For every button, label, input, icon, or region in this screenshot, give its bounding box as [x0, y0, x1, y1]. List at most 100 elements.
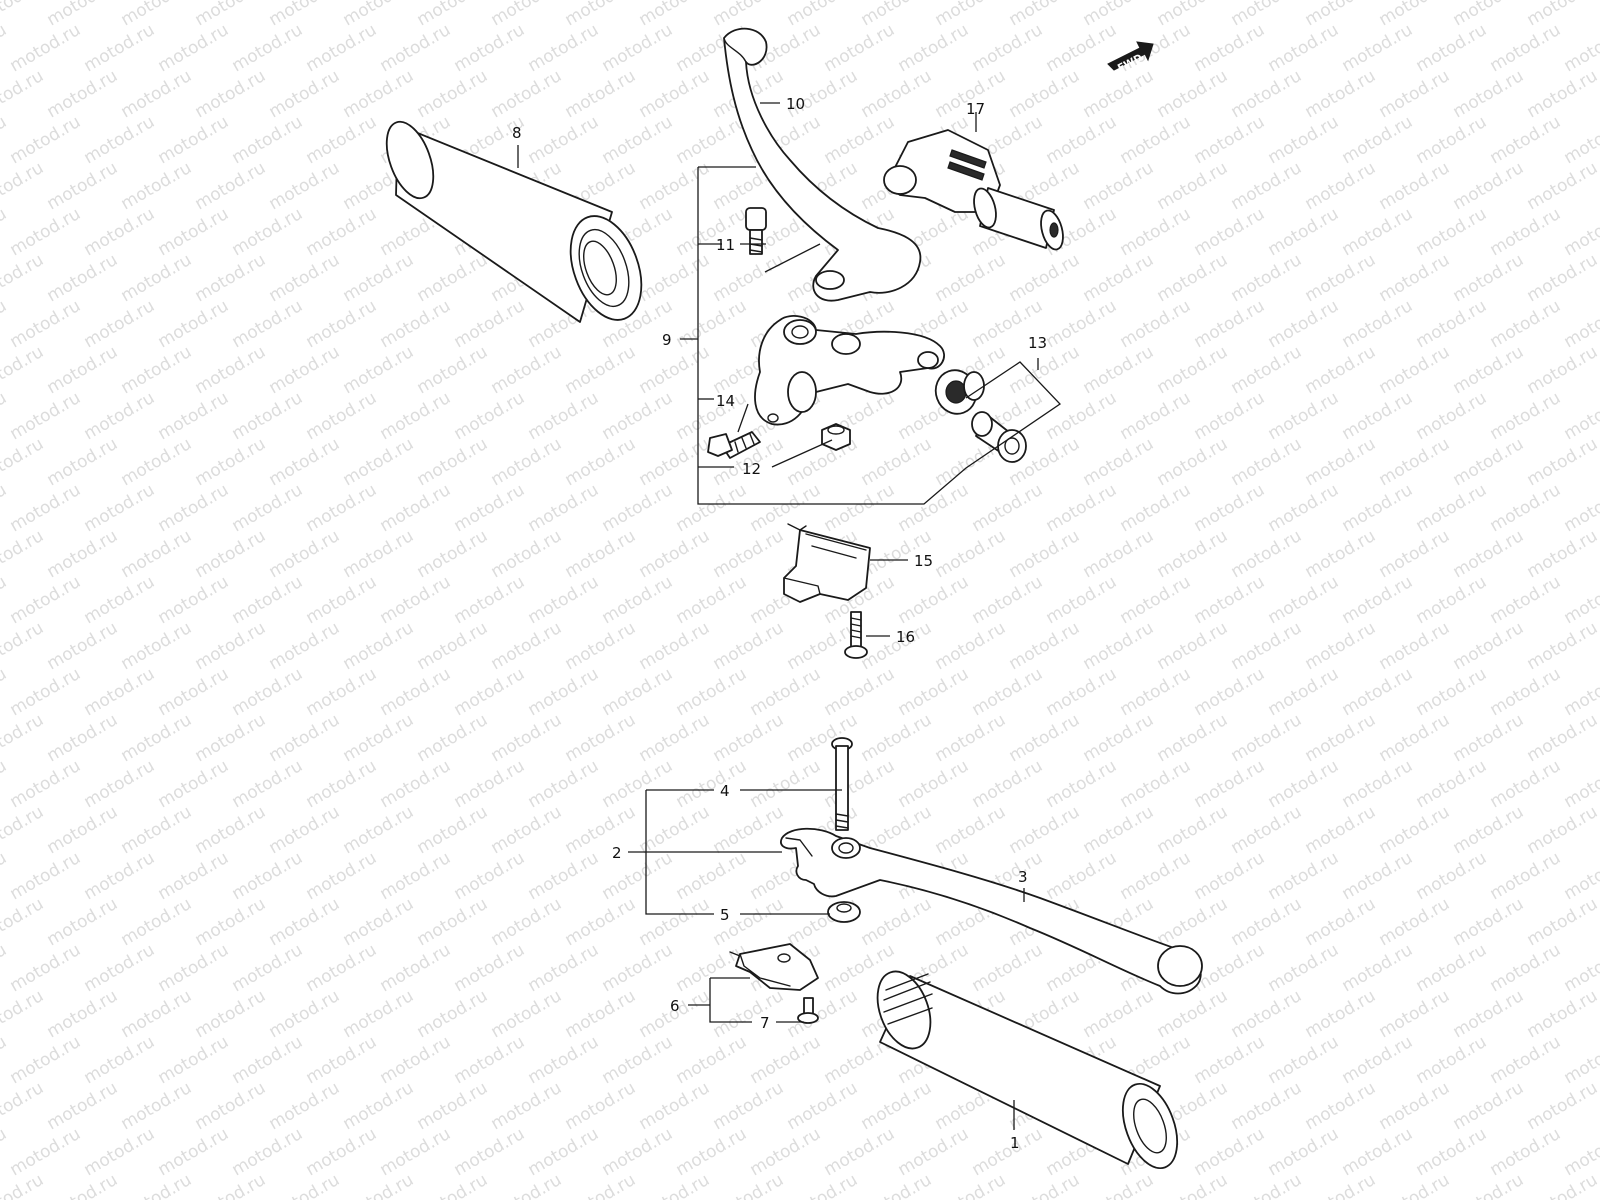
watermark-text: motod.ru — [1228, 0, 1306, 30]
watermark-text: motod.ru — [414, 618, 492, 674]
watermark-text: motod.ru — [1191, 112, 1269, 168]
watermark-text: motod.ru — [1006, 0, 1084, 30]
watermark-text: motod.ru — [1339, 756, 1417, 812]
watermark-text: motod.ru — [451, 848, 529, 904]
watermark-text: motod.ru — [562, 342, 640, 398]
part-16-screw — [844, 611, 868, 659]
watermark-text: motod.ru — [377, 664, 455, 720]
callout-numbers: 8 10 17 11 9 13 14 12 15 16 4 2 3 5 6 7 … — [512, 95, 1047, 1152]
watermark-text: motod.ru — [1524, 66, 1600, 122]
watermark-text: motod.ru — [451, 1124, 529, 1180]
watermark-text: motod.ru — [7, 1124, 85, 1180]
watermark-text: motod.ru — [1117, 388, 1195, 444]
watermark-text: motod.ru — [1339, 664, 1417, 720]
watermark-text: motod.ru — [710, 986, 788, 1042]
watermark-text: motod.ru — [303, 480, 381, 536]
watermark-text: motod.ru — [44, 250, 122, 306]
watermark-text: motod.ru — [155, 296, 233, 352]
watermark-text: motod.ru — [0, 940, 10, 996]
watermark-text: motod.ru — [673, 1032, 751, 1088]
watermark-text: motod.ru — [636, 342, 714, 398]
watermark-text: motod.ru — [44, 0, 122, 30]
watermark-text: motod.ru — [710, 618, 788, 674]
watermark-text: motod.ru — [81, 480, 159, 536]
watermark-text: motod.ru — [1043, 296, 1121, 352]
watermark-text: motod.ru — [821, 112, 899, 168]
watermark-text: motod.ru — [1450, 1078, 1528, 1134]
watermark-text: motod.ru — [192, 526, 270, 582]
watermark-text: motod.ru — [229, 480, 307, 536]
watermark-text: motod.ru — [1524, 250, 1600, 306]
watermark-text: motod.ru — [525, 940, 603, 996]
watermark-text: motod.ru — [192, 158, 270, 214]
watermark-text: motod.ru — [414, 0, 492, 30]
watermark-text: motod.ru — [1117, 296, 1195, 352]
watermark-text: motod.ru — [747, 756, 825, 812]
watermark-text: motod.ru — [414, 250, 492, 306]
watermark-text: motod.ru — [377, 756, 455, 812]
watermark-text: motod.ru — [747, 664, 825, 720]
watermark-text: motod.ru — [81, 848, 159, 904]
watermark-text: motod.ru — [1302, 986, 1380, 1042]
watermark-text: motod.ru — [1413, 480, 1491, 536]
watermark-text: motod.ru — [340, 986, 418, 1042]
watermark-text: motod.ru — [1376, 158, 1454, 214]
watermark-text: motod.ru — [229, 572, 307, 628]
watermark-text: motod.ru — [1524, 342, 1600, 398]
watermark-text: motod.ru — [1006, 710, 1084, 766]
watermark-text: motod.ru — [266, 158, 344, 214]
watermark-text: motod.ru — [118, 0, 196, 30]
watermark-text: motod.ru — [1339, 572, 1417, 628]
watermark-text: motod.ru — [710, 710, 788, 766]
watermark-text: motod.ru — [525, 388, 603, 444]
watermark-text: motod.ru — [858, 894, 936, 950]
watermark-text: motod.ru — [0, 342, 47, 398]
watermark-text: motod.ru — [7, 388, 85, 444]
watermark-text: motod.ru — [192, 1078, 270, 1134]
watermark-text: motod.ru — [1080, 618, 1158, 674]
part-3-brake-lever — [780, 827, 1203, 995]
watermark-text: motod.ru — [784, 710, 862, 766]
watermark-text: motod.ru — [192, 894, 270, 950]
watermark-text: motod.ru — [1487, 204, 1565, 260]
watermark-text: motod.ru — [0, 204, 10, 260]
watermark-text: motod.ru — [1191, 388, 1269, 444]
part-15-switch — [783, 523, 871, 603]
watermark-text: motod.ru — [340, 1170, 418, 1200]
watermark-text: motod.ru — [636, 618, 714, 674]
watermark-text: motod.ru — [1154, 894, 1232, 950]
watermark-text: motod.ru — [1191, 756, 1269, 812]
watermark-text: motod.ru — [488, 618, 566, 674]
watermark-text: motod.ru — [1265, 296, 1343, 352]
watermark-text: motod.ru — [488, 66, 566, 122]
watermark-text: motod.ru — [414, 66, 492, 122]
watermark-text: motod.ru — [118, 158, 196, 214]
watermark-text: motod.ru — [1265, 940, 1343, 996]
watermark-text: motod.ru — [1413, 1032, 1491, 1088]
watermark-text: motod.ru — [1339, 112, 1417, 168]
part-8-left-grip — [385, 120, 643, 323]
watermark-text: motod.ru — [0, 526, 47, 582]
watermark-text: motod.ru — [0, 664, 10, 720]
watermark-text: motod.ru — [488, 894, 566, 950]
watermark-text: motod.ru — [1376, 802, 1454, 858]
watermark-text: motod.ru — [636, 250, 714, 306]
watermark-text: motod.ru — [192, 250, 270, 306]
watermark-text: motod.ru — [266, 342, 344, 398]
watermark-text: motod.ru — [0, 1078, 47, 1134]
watermark-text: motod.ru — [1302, 0, 1380, 30]
watermark-text: motod.ru — [1117, 664, 1195, 720]
callout-1: 1 — [1010, 1134, 1020, 1152]
watermark-text: motod.ru — [1413, 1124, 1491, 1180]
watermark-text: motod.ru — [525, 572, 603, 628]
watermark-text: motod.ru — [118, 342, 196, 398]
watermark-text: motod.ru — [1117, 848, 1195, 904]
watermark-text: motod.ru — [340, 710, 418, 766]
watermark-text: motod.ru — [44, 986, 122, 1042]
watermark-text: motod.ru — [1043, 20, 1121, 76]
watermark-text: motod.ru — [340, 526, 418, 582]
watermark-text: motod.ru — [1524, 1170, 1600, 1200]
watermark-text: motod.ru — [969, 664, 1047, 720]
watermark-text: motod.ru — [451, 664, 529, 720]
watermark-text: motod.ru — [562, 434, 640, 490]
